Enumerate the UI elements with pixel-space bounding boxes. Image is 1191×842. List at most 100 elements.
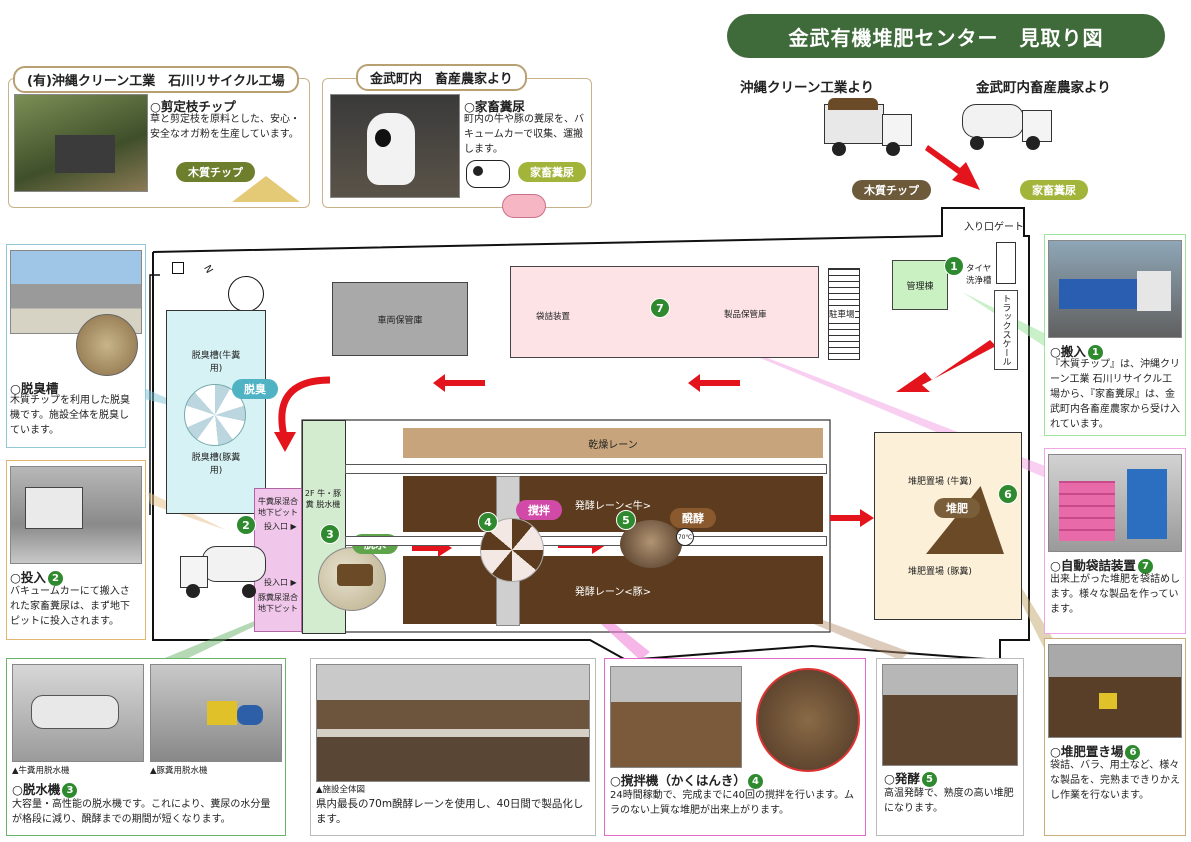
compost-pig-label: 堆肥置場 (豚糞) — [908, 567, 972, 577]
small-square-marker — [172, 262, 184, 274]
truck2-label: 金武町内畜産農家より — [976, 80, 1111, 96]
compost-tag: 堆肥 — [934, 498, 980, 518]
ferm-lane-pig-label: 発酵レーン<豚> — [574, 586, 652, 598]
lane-rail-2 — [345, 536, 827, 546]
ferment-tag: 醗酵 — [670, 508, 716, 528]
dump-truck-icon — [824, 98, 914, 162]
compost-desc-num: 6 — [1125, 745, 1141, 760]
supplier1-header: (有)沖縄クリーン工業 石川リサイクル工場 — [13, 66, 299, 93]
admin-building-label: 管理棟 — [906, 281, 934, 292]
dewater-desc-title-text: ○脱水機 — [12, 782, 61, 797]
admin-building: 管理棟 — [892, 260, 948, 310]
dewater-machine-icon — [318, 547, 386, 611]
vacuum-truck-photo — [10, 466, 142, 564]
lane-rail-1 — [345, 464, 827, 474]
dewater-desc-body: 大容量・高性能の脱水機です。これにより、糞尿の水分量が格段に減り、醗酵までの期間… — [12, 799, 271, 825]
wood-chip-factory-photo — [14, 94, 148, 192]
bagging-desc-title-text: ○自動袋詰装置 — [1050, 558, 1136, 573]
ferment-photo — [882, 664, 1018, 766]
bagging-machine-photo — [1048, 454, 1182, 552]
step-1-marker: 1 — [944, 256, 964, 276]
ferment-desc-body: 高温発酵で、熟度の高い堆肥になります。 — [884, 788, 1014, 814]
stirrer-closeup-icon — [756, 668, 860, 772]
compost-yard — [874, 432, 1022, 620]
vehicle-storage-building: 車両保管庫 — [332, 282, 468, 356]
stir-tag: 撹拌 — [516, 500, 562, 520]
deodor-tank-cow-label: 脱臭槽(牛糞用) — [191, 351, 241, 374]
inlet-2-label: 投入口 ▶ — [264, 578, 297, 587]
cow-icon — [466, 160, 510, 188]
step-2-marker: 2 — [236, 515, 256, 535]
input-desc-body: バキュームカーにて搬入された家畜糞尿は、まず地下ピットに投入されます。 — [10, 586, 130, 627]
input-desc-title-text: ○投入 — [10, 570, 46, 585]
page-title: 金武有機堆肥センター 見取り図 — [727, 14, 1165, 58]
facility-overview-photo — [316, 664, 590, 782]
step-5-marker: 5 — [616, 510, 636, 530]
compost-desc-title-text: ○堆肥置き場 — [1050, 744, 1124, 759]
supplier2-caption-body: 町内の牛や豚の糞尿を、バキュームカーで収集、運搬します。 — [464, 114, 584, 155]
vacuum-truck-icon — [962, 92, 1054, 162]
drying-lane: 乾燥レーン — [403, 428, 823, 458]
fermentation-lane-cow: 発酵レーン<牛> — [403, 476, 823, 532]
step-7-marker: 7 — [650, 298, 670, 318]
receive-truck-photo — [1048, 240, 1182, 338]
vacuum-truck-site-icon — [180, 540, 276, 602]
input-desc-num: 2 — [47, 571, 63, 586]
vehicle-storage-label: 車両保管庫 — [377, 315, 423, 326]
receive-desc-num: 1 — [1087, 345, 1103, 360]
overall-desc-body: 県内最長の70m醗酵レーンを使用し、40日間で製品化します。 — [316, 798, 584, 825]
parking-label: 駐車場 — [829, 308, 855, 320]
entrance-gate-label: 入り口ゲート — [964, 222, 1024, 233]
ferm-lane-cow-label: 発酵レーン<牛> — [574, 500, 652, 512]
stir-desc-title: ○撹拌機（かくはんき）4 — [610, 770, 763, 789]
supplier2-header: 金武町内 畜産農家より — [356, 64, 527, 91]
overall-photo-caption: ▲施設全体図 — [316, 785, 366, 795]
inlet-1-label: 投入口 ▶ — [264, 522, 297, 531]
bagging-desc-num: 7 — [1137, 559, 1153, 574]
deodor-desc-title: ○脱臭槽 — [10, 381, 59, 396]
bagging-label: 袋詰装置 — [536, 312, 571, 322]
product-storage-label: 製品保管庫 — [724, 310, 767, 320]
supplier1-caption-title: ○剪定枝チップ — [150, 99, 236, 114]
supplier2-tag: 家畜糞尿 — [518, 162, 586, 182]
pit-pig-label: 豚糞尿混合地下ピット — [258, 593, 298, 613]
compost-desc-body: 袋詰、バラ、用土など、様々な製品を、完熟まできりかえし作業を行ないます。 — [1050, 760, 1180, 801]
pig-dewater-photo — [150, 664, 282, 762]
supplier1-tag: 木質チップ — [176, 162, 255, 182]
stir-desc-num: 4 — [747, 774, 763, 789]
thermometer-icon: 70℃ — [676, 528, 694, 546]
deodor-tank-pig-label: 脱臭槽(豚糞用) — [191, 453, 241, 476]
cow-dewater-caption: ▲牛糞用脱水機 — [12, 766, 70, 776]
truck-scale: トラックスケール — [994, 290, 1018, 370]
ferment-desc-title-text: ○発酵 — [884, 771, 920, 786]
stir-desc-title-text: ○撹拌機（かくはんき） — [610, 773, 746, 788]
drying-lane-label: 乾燥レーン — [588, 439, 638, 451]
ferment-desc-num: 5 — [921, 772, 937, 787]
pit-cow-label: 牛糞尿混合地下ピット — [258, 497, 298, 517]
compost-yard-photo — [1048, 644, 1182, 738]
bagging-desc-body: 出来上がった堆肥を袋詰めします。様々な製品を作っています。 — [1050, 574, 1180, 615]
stirrer-photo — [610, 666, 742, 768]
step-3-marker: 3 — [320, 524, 340, 544]
truck2-tag: 家畜糞尿 — [1020, 180, 1088, 200]
stir-desc-body: 24時間稼動で、完成までに40回の撹拌を行います。ムラのない上質な堆肥が出来上が… — [610, 790, 855, 816]
receive-desc-title-text: ○搬入 — [1050, 344, 1086, 359]
truck1-label: 沖縄クリーン工業より — [740, 80, 875, 96]
deodor-desc-body: 木質チップを利用した脱臭機です。施設全体を脱臭しています。 — [10, 395, 130, 436]
cow-photo — [330, 94, 460, 198]
tire-wash-label: タイヤ洗浄槽 — [966, 264, 992, 286]
deodor-tag: 脱臭 — [232, 379, 278, 399]
temp-label: 70℃ — [677, 533, 693, 541]
truck1-tag: 木質チップ — [852, 180, 931, 200]
tire-wash-box — [996, 242, 1016, 284]
pig-dewater-caption: ▲豚糞用脱水機 — [150, 766, 208, 776]
step-6-marker: 6 — [998, 484, 1018, 504]
truck-scale-label: トラックスケール — [1000, 294, 1011, 366]
dewater-building-label: 2F 牛・豚糞 脱水機 — [304, 489, 342, 509]
receive-desc-body: 『木質チップ』は、沖縄クリーン工業 石川リサイクル工場から、『家畜糞尿』は、金武… — [1050, 359, 1180, 430]
